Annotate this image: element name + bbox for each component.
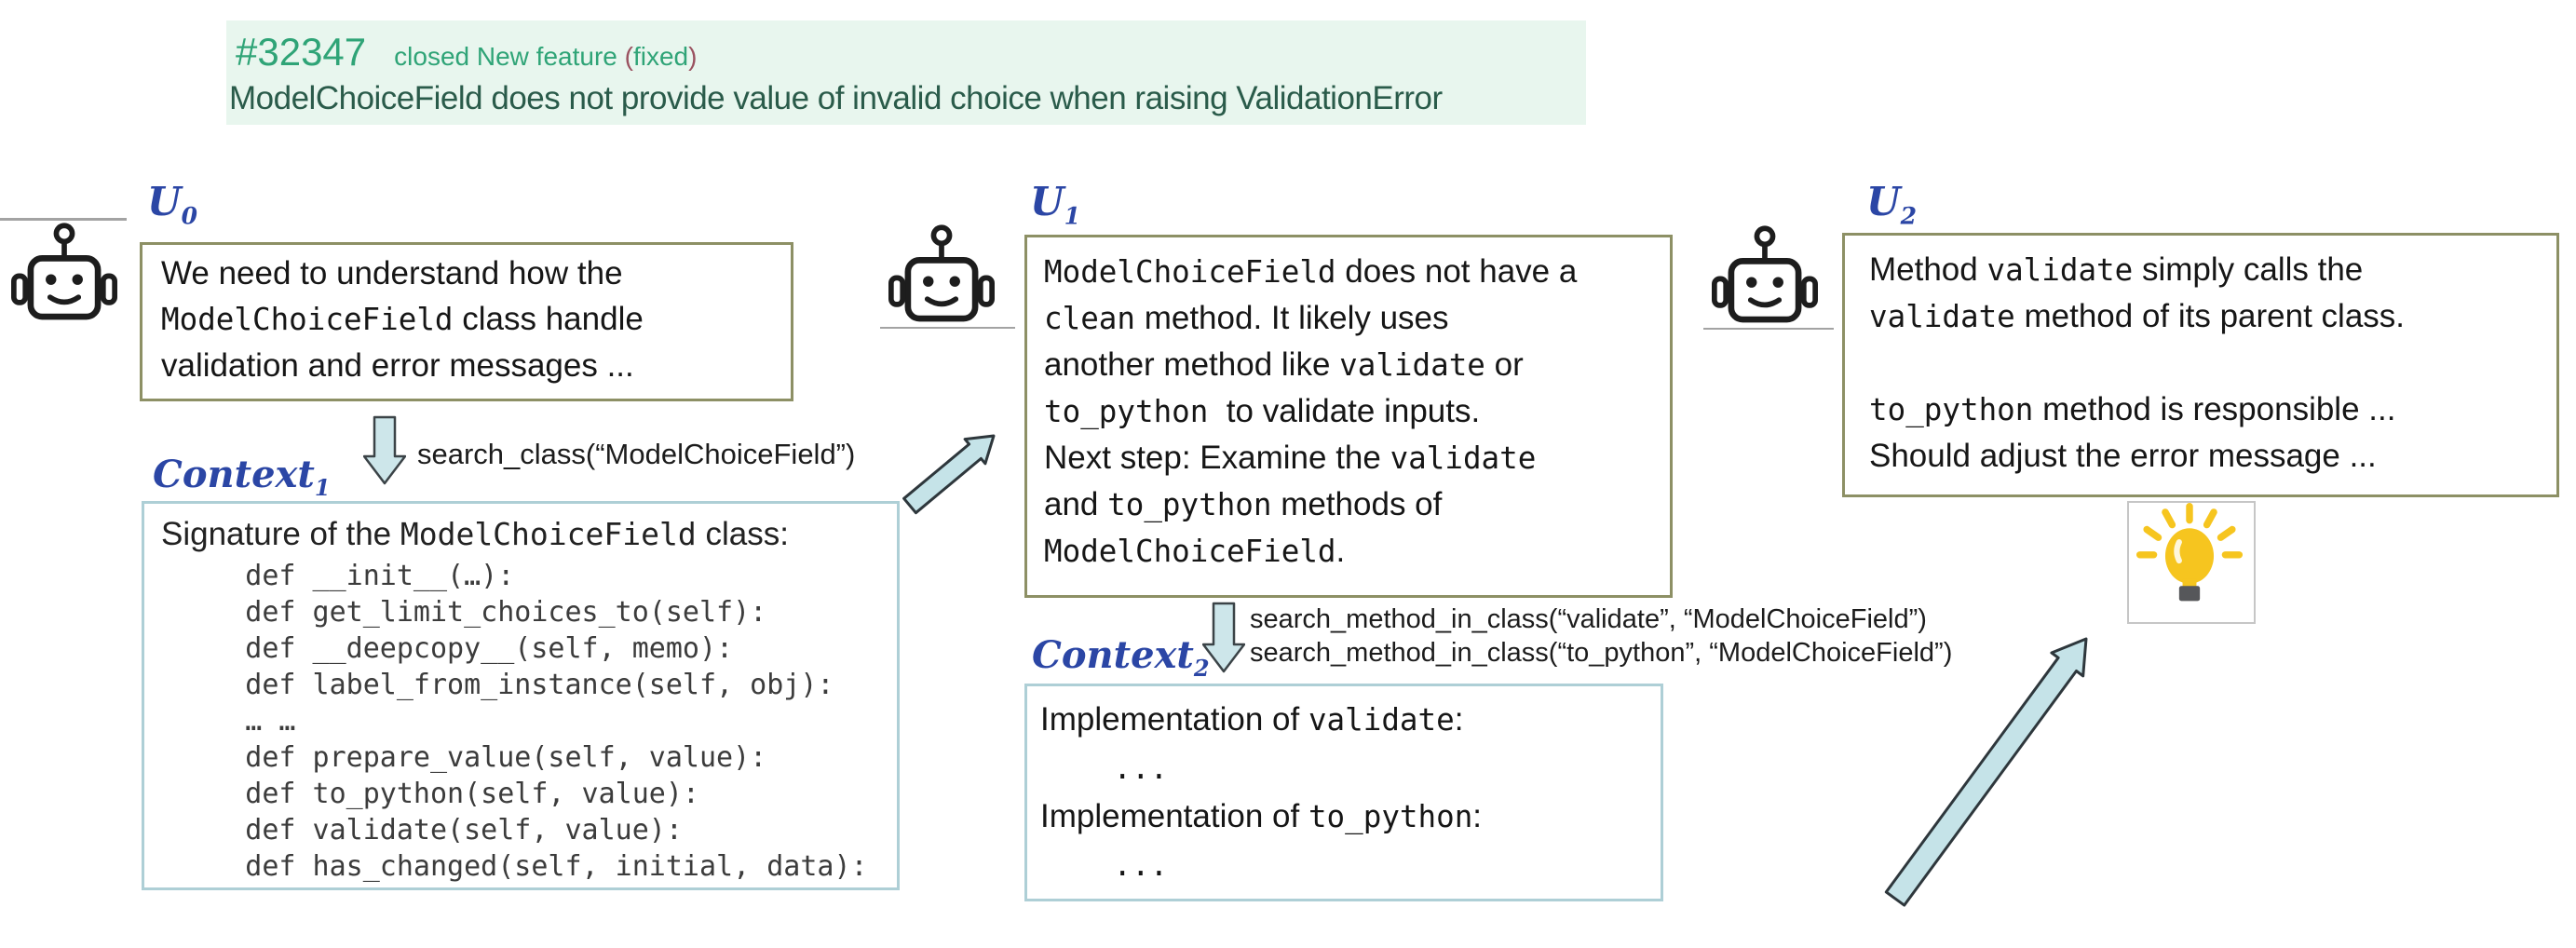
issue-status-text: closed New feature <box>394 42 617 71</box>
arrow-down-icon <box>1202 602 1245 674</box>
context-1-box: Signature of the ModelChoiceField class:… <box>142 501 900 890</box>
u2-label-subscript: 2 <box>1900 202 1918 230</box>
robot-icon <box>1712 224 1818 329</box>
divider-line <box>1703 328 1834 330</box>
issue-id: #32347 <box>236 30 367 74</box>
u2-label-letter: U <box>1866 179 1901 224</box>
issue-resolution: fixed <box>632 42 689 71</box>
context-2-box: Implementation of validate: ...Implement… <box>1024 684 1663 901</box>
c1-label-word: Context <box>153 453 315 496</box>
u0-label-letter: U <box>147 179 182 224</box>
utterance-0-label: U0 <box>147 179 197 227</box>
flow-arrow-icon <box>1877 624 2100 913</box>
issue-status: closed New feature (fixed) <box>394 42 697 72</box>
issue-resolution-paren-open: ( <box>624 42 633 71</box>
utterance-2-label: U2 <box>1866 179 1917 227</box>
divider-line <box>880 327 1015 329</box>
context-2-label: Context2 <box>1032 633 1210 680</box>
lightbulb-icon <box>2127 501 2256 624</box>
divider-line <box>0 218 127 221</box>
u0-label-subscript: 0 <box>181 202 198 230</box>
action-call-1: search_class(“ModelChoiceField”) <box>417 438 856 470</box>
robot-icon <box>888 223 995 328</box>
robot-icon <box>11 222 117 326</box>
issue-header: #32347 closed New feature (fixed) ModelC… <box>226 20 1586 125</box>
flow-arrow-icon <box>885 410 1015 521</box>
arrow-down-icon <box>363 415 406 486</box>
c1-label-subscript: 1 <box>314 474 331 501</box>
context-1-label: Context1 <box>153 453 331 499</box>
u1-label-subscript: 1 <box>1064 202 1081 230</box>
issue-title: ModelChoiceField does not provide value … <box>229 80 1443 116</box>
issue-meta-row: #32347 closed New feature (fixed) <box>236 30 697 74</box>
utterance-1-label: U1 <box>1030 179 1080 227</box>
action-call-2: search_method_in_class(“validate”, “Mode… <box>1250 604 1953 668</box>
c2-label-subscript: 2 <box>1193 655 1210 682</box>
issue-resolution-paren-close: ) <box>688 42 698 71</box>
u1-label-letter: U <box>1030 179 1064 224</box>
c2-label-word: Context <box>1032 633 1194 677</box>
